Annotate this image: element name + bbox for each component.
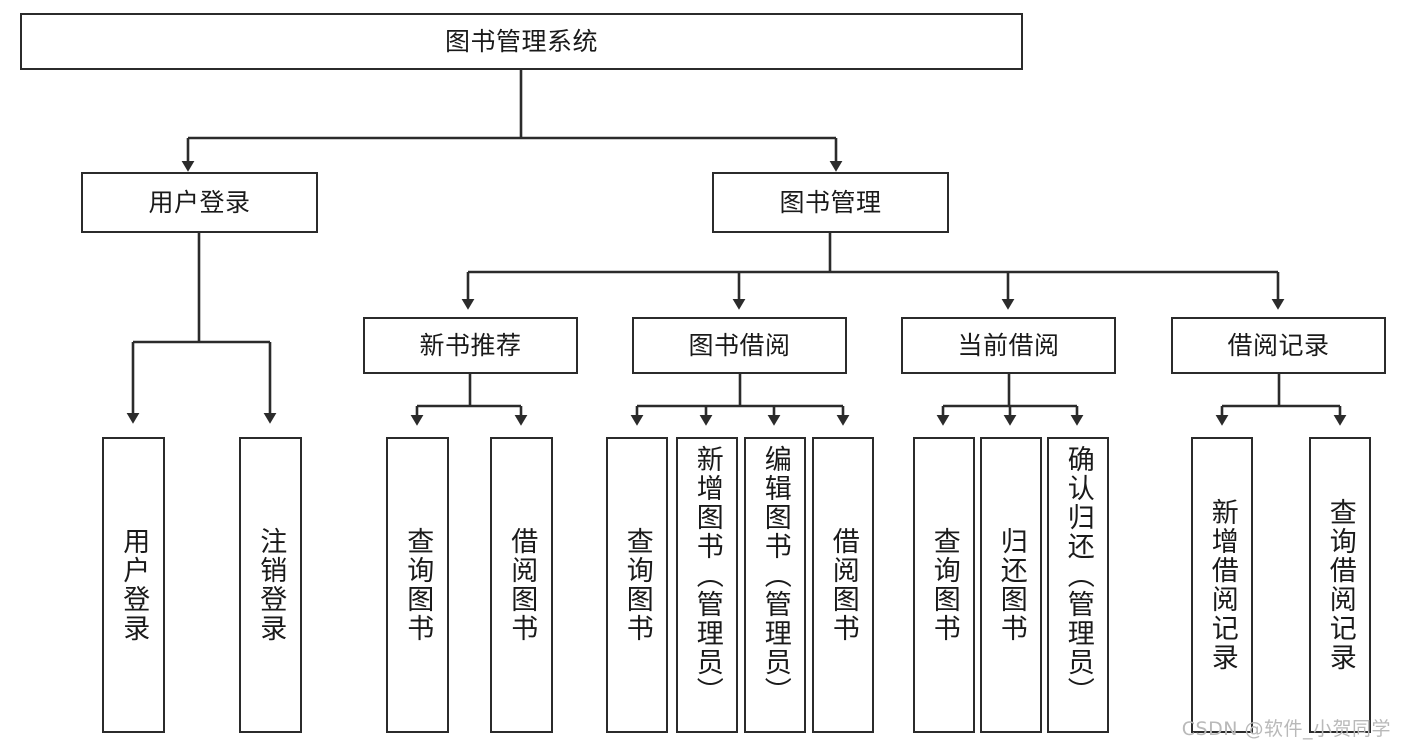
node-leaf-add-book-admin-label: 新增图书（管理员）	[691, 445, 723, 706]
node-leaf-logout[interactable]: 注销登录	[239, 437, 302, 733]
node-new-book-recommend-label: 新书推荐	[419, 330, 522, 360]
node-leaf-return-book[interactable]: 归还图书	[980, 437, 1042, 733]
node-user-login[interactable]: 用户登录	[81, 172, 318, 233]
node-leaf-return-book-label: 归还图书	[995, 527, 1027, 643]
node-leaf-borrow-book-bb-label: 借阅图书	[827, 527, 859, 643]
node-leaf-query-book-bb-label: 查询图书	[621, 527, 653, 643]
node-leaf-edit-book-admin-label: 编辑图书（管理员）	[759, 445, 791, 706]
node-book-management-label: 图书管理	[779, 187, 882, 217]
node-book-borrow-label: 图书借阅	[688, 330, 791, 360]
node-root-label: 图书管理系统	[444, 26, 598, 56]
node-leaf-query-borrow-record-label: 查询借阅记录	[1324, 498, 1356, 672]
vert-text-wrap: 归还图书	[982, 439, 1040, 731]
vert-text-wrap: 新增借阅记录	[1193, 439, 1251, 731]
node-new-book-recommend[interactable]: 新书推荐	[363, 317, 578, 374]
node-leaf-query-book-cb[interactable]: 查询图书	[913, 437, 975, 733]
node-leaf-query-book-bb[interactable]: 查询图书	[606, 437, 668, 733]
node-leaf-borrow-book-nb[interactable]: 借阅图书	[490, 437, 553, 733]
node-leaf-query-borrow-record[interactable]: 查询借阅记录	[1309, 437, 1371, 733]
node-leaf-edit-book-admin[interactable]: 编辑图书（管理员）	[744, 437, 806, 733]
watermark-text: CSDN @软件_小贺同学	[1181, 718, 1391, 740]
node-book-management[interactable]: 图书管理	[712, 172, 949, 233]
node-current-borrow[interactable]: 当前借阅	[901, 317, 1116, 374]
node-leaf-add-borrow-record[interactable]: 新增借阅记录	[1191, 437, 1253, 733]
vert-text-wrap: 借阅图书	[492, 439, 551, 731]
vert-text-wrap: 用户登录	[104, 439, 163, 731]
node-leaf-logout-label: 注销登录	[255, 527, 287, 643]
node-leaf-borrow-book-bb[interactable]: 借阅图书	[812, 437, 874, 733]
node-leaf-user-login[interactable]: 用户登录	[102, 437, 165, 733]
vert-text-wrap: 查询借阅记录	[1311, 439, 1369, 731]
node-leaf-add-borrow-record-label: 新增借阅记录	[1206, 498, 1238, 672]
node-leaf-confirm-return-admin-label: 确认归还（管理员）	[1062, 445, 1094, 706]
node-leaf-add-book-admin[interactable]: 新增图书（管理员）	[676, 437, 738, 733]
node-user-login-label: 用户登录	[148, 187, 251, 217]
vert-text-wrap: 新增图书（管理员）	[678, 439, 736, 731]
node-leaf-borrow-book-nb-label: 借阅图书	[506, 527, 538, 643]
vert-text-wrap: 查询图书	[915, 439, 973, 731]
node-root-book-management-system[interactable]: 图书管理系统	[20, 13, 1023, 70]
vert-text-wrap: 注销登录	[241, 439, 300, 731]
node-current-borrow-label: 当前借阅	[957, 330, 1060, 360]
vert-text-wrap: 确认归还（管理员）	[1049, 439, 1107, 731]
node-leaf-query-book-cb-label: 查询图书	[928, 527, 960, 643]
vert-text-wrap: 查询图书	[608, 439, 666, 731]
node-leaf-query-book-nb[interactable]: 查询图书	[386, 437, 449, 733]
node-book-borrow[interactable]: 图书借阅	[632, 317, 847, 374]
node-borrow-record-label: 借阅记录	[1227, 330, 1330, 360]
node-leaf-confirm-return-admin[interactable]: 确认归还（管理员）	[1047, 437, 1109, 733]
node-leaf-user-login-label: 用户登录	[118, 527, 150, 643]
node-leaf-query-book-nb-label: 查询图书	[402, 527, 434, 643]
vert-text-wrap: 编辑图书（管理员）	[746, 439, 804, 731]
vert-text-wrap: 借阅图书	[814, 439, 872, 731]
node-borrow-record[interactable]: 借阅记录	[1171, 317, 1386, 374]
vert-text-wrap: 查询图书	[388, 439, 447, 731]
